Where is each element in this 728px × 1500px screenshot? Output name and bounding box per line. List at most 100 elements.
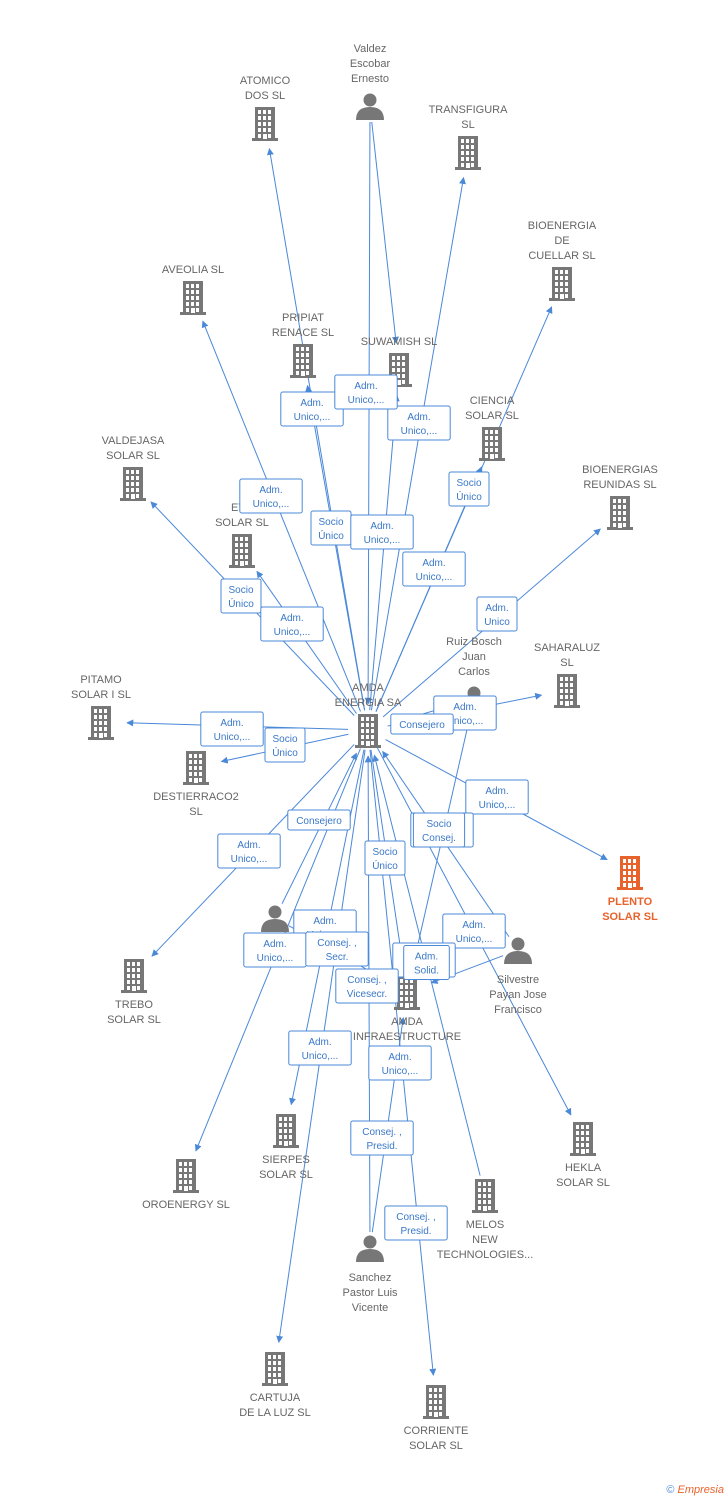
edge-label[interactable]: Adm.Unico,...: [288, 1030, 352, 1066]
edge-label-text: Unico: [484, 617, 510, 628]
edge-amda-etna[interactable]: [256, 570, 357, 714]
node-label: Payan Jose: [489, 989, 546, 1001]
building-icon: [183, 751, 209, 785]
node-etna[interactable]: ETNSOLAR SL: [215, 502, 269, 568]
edge-label[interactable]: Consejero: [390, 713, 454, 735]
node-label: SOLAR SL: [259, 1169, 313, 1181]
edge-label-text: Unico,...: [479, 800, 516, 811]
edge-label-text: Único: [318, 529, 344, 542]
edge-label-text: Unico,...: [401, 426, 438, 437]
edge-label[interactable]: Adm.Unico,...: [217, 833, 281, 869]
edge-label-box: [448, 471, 490, 507]
edge-label[interactable]: Adm.Unico,...: [387, 405, 451, 441]
building-icon: [455, 136, 481, 170]
node-melos[interactable]: MELOSNEWTECHNOLOGIES...: [437, 1179, 534, 1261]
edge-label-box: [350, 514, 414, 550]
edge-label[interactable]: Consej. ,Secr.: [305, 931, 369, 967]
edge-label[interactable]: Consejero: [287, 809, 351, 831]
edge-label[interactable]: Adm.Unico,...: [243, 932, 307, 968]
edge-amda-transfigura[interactable]: [370, 176, 466, 711]
edge-amda-ciencia[interactable]: [375, 466, 483, 712]
edge-label[interactable]: Adm.Unico,...: [350, 514, 414, 550]
node-label: Silvestre: [497, 974, 539, 986]
edge-amda-aveolia[interactable]: [201, 320, 361, 712]
node-label: DOS SL: [245, 90, 285, 102]
edge-label-text: Adm.: [415, 952, 438, 963]
node-label: BIOENERGIA: [528, 220, 597, 232]
edge-valdez-amda[interactable]: [364, 121, 372, 705]
edge-label[interactable]: Adm.Unico: [476, 596, 518, 632]
edge-label[interactable]: Consej. ,Presid.: [384, 1205, 448, 1241]
node-label: SIERPES: [262, 1154, 310, 1166]
edge-label-text: Socio: [228, 585, 253, 596]
edge-label-text: Unico,...: [231, 854, 268, 865]
edge-label-text: Único: [228, 597, 254, 610]
edge-label[interactable]: Adm.Unico,...: [200, 711, 264, 747]
edge-amda-suwamish[interactable]: [369, 394, 400, 711]
node-label: TRANSFIGURA: [429, 104, 509, 116]
edge-label[interactable]: Adm.Unico,...: [465, 779, 529, 815]
edge-label-box: [390, 713, 454, 735]
edge-label-text: Unico,...: [447, 716, 484, 727]
edge-label[interactable]: Adm.Solid.: [403, 945, 450, 980]
edge-label[interactable]: Consej. ,Presid.: [350, 1120, 414, 1156]
node-aveolia[interactable]: AVEOLIA SL: [162, 264, 224, 315]
edge-label[interactable]: Adm.Unico,...: [260, 606, 324, 642]
edge-label-box: [403, 945, 450, 980]
edge-label-box: [412, 812, 466, 848]
edge-valdez-suwamish[interactable]: [371, 121, 399, 344]
edge-label-text: Adm.: [422, 558, 445, 569]
building-icon: [617, 856, 643, 890]
footer-brand[interactable]: © Empresia: [666, 1484, 724, 1496]
node-oroenergy[interactable]: OROENERGY SL: [142, 1159, 230, 1211]
edge-label[interactable]: Adm.Unico,...: [280, 391, 344, 427]
edge-label[interactable]: Adm.Unico,...: [239, 478, 303, 514]
node-label: HEKLA: [565, 1162, 602, 1174]
edge-label[interactable]: Adm.Unico,...: [334, 374, 398, 410]
edge-label-text: Unico,...: [253, 499, 290, 510]
node-suwamish[interactable]: SUWAMISH SL: [361, 336, 438, 387]
edge-label[interactable]: Adm.Unico,...: [368, 1045, 432, 1081]
edge-label-text: Consej. ,: [396, 1212, 435, 1223]
edge-label[interactable]: Adm.Unico,...: [442, 913, 506, 949]
node-label: CIENCIA: [470, 395, 515, 407]
building-icon: [355, 714, 381, 748]
building-icon: [121, 959, 147, 993]
edge-label-text: Adm.: [462, 920, 485, 931]
node-sierpes[interactable]: SIERPES SOLAR SL: [259, 1114, 313, 1181]
edge-label[interactable]: Adm.Unico,...: [402, 551, 466, 587]
edge-label-box: [350, 1120, 414, 1156]
edge-amda-pripiat[interactable]: [305, 384, 366, 711]
edge-label-text: Adm.: [313, 916, 336, 927]
brand-name: Empresia: [677, 1484, 724, 1496]
edge-label-text: Unico,...: [382, 1066, 419, 1077]
edge-amda-atomico[interactable]: [266, 147, 366, 711]
edge-label-text: Presid.: [366, 1141, 397, 1152]
edge-label[interactable]: Consej. ,Vicesecr.: [335, 968, 399, 1004]
